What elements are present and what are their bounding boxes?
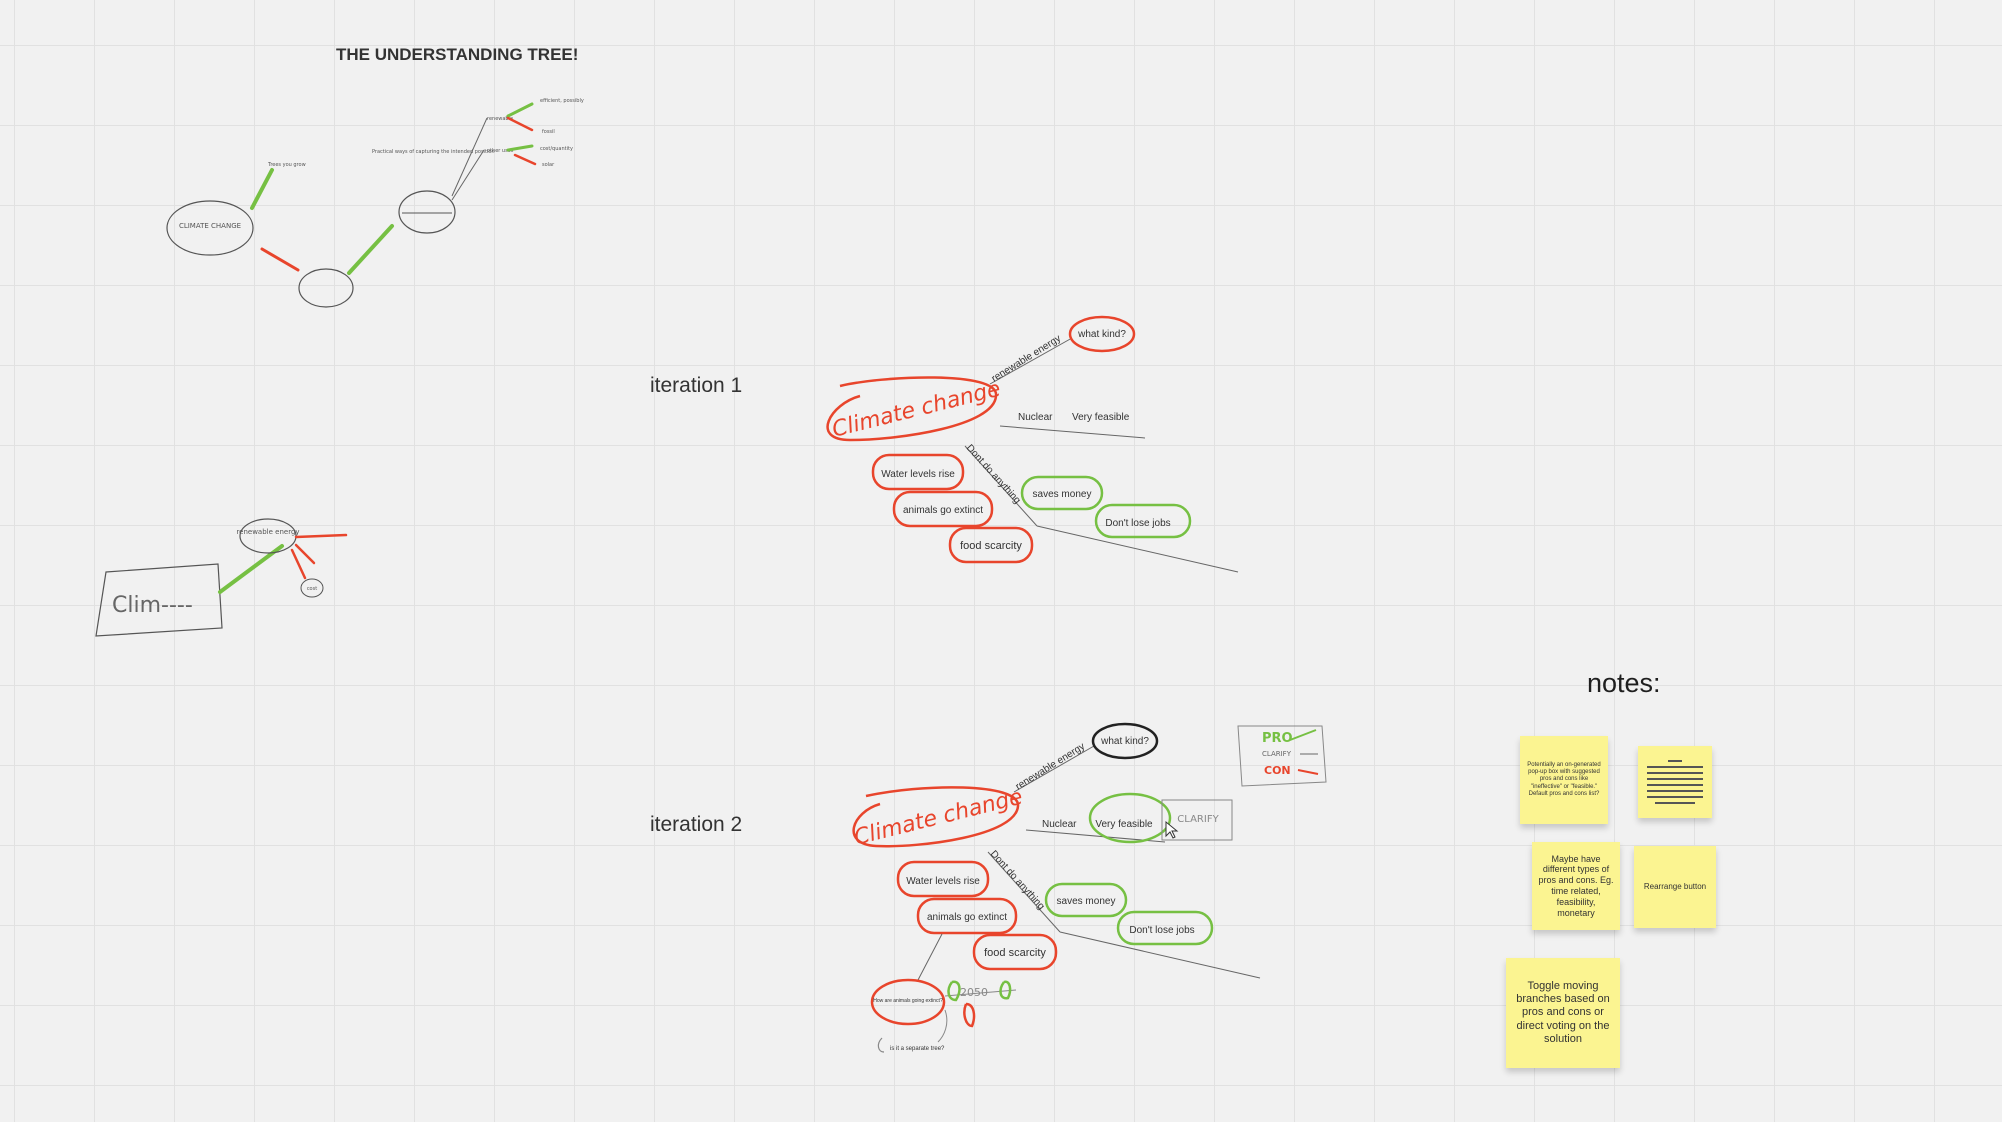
iteration-2-food-scarcity[interactable]: food scarcity [984,947,1046,959]
iteration-2-feasible-outline [1088,792,1172,844]
iteration-1-animals-go-extinct[interactable]: animals go extinct [903,505,983,516]
iteration-1-root-outline [826,376,998,442]
notes-heading: notes: [1587,668,1661,698]
iteration-1-food-outline [948,526,1034,564]
iteration-1-tree[interactable]: Climate change renewable energy what kin… [826,315,1239,573]
iteration-2-saves-money[interactable]: saves money [1057,896,1116,907]
legend-pro: PRO [1262,731,1293,746]
sketch-tree[interactable]: CLIMATE CHANGE Trees you grow Practical … [166,98,584,308]
iteration-2-label: iteration 2 [650,813,742,836]
sketch-node-renewable [239,518,297,554]
iteration-2-root-outline [852,786,1020,848]
svg-text:cost: cost [307,586,317,592]
iteration-1-dont-do-anything: Dont do anything [964,443,1023,507]
iteration-2-separate-tree: is it a separate tree? [890,1046,945,1052]
iteration-2-clarify-tag: CLARIFY [1177,814,1219,825]
sketch-box-label: Clim---- [112,593,193,618]
sticky-note-2[interactable]: Maybe have different types of pros and c… [1532,842,1620,930]
iteration-2-clarify-box [1161,799,1233,841]
sketch-node-mid [398,190,456,234]
iteration-1-nuclear[interactable]: Nuclear [1018,412,1053,423]
iteration-2-very-feasible[interactable]: Very feasible [1095,819,1153,830]
iteration-2-water-outline [896,860,990,898]
sticky-note-3[interactable]: Rearrange button [1634,846,1716,928]
iteration-1-water-levels-rise[interactable]: Water levels rise [881,469,955,480]
iteration-2-question-node[interactable]: How are animals going extinct? [873,998,943,1004]
iteration-2-animals-outline [916,897,1018,935]
iteration-2-jobs-outline [1116,910,1214,946]
iteration-1-label: iteration 1 [650,374,742,397]
sketch-box-climate [95,563,223,637]
iteration-1-jobs-outline [1094,503,1192,539]
iteration-1-water-outline [871,453,965,491]
iteration-1-food-scarcity[interactable]: food scarcity [960,540,1022,552]
sketch-pro-line-2 [347,224,394,275]
sticky-note-4[interactable]: Toggle moving branches based on pros and… [1506,958,1620,1068]
legend-clarify: CLARIFY [1262,750,1292,758]
iteration-1-dont-lose-jobs[interactable]: Don't lose jobs [1105,518,1170,529]
svg-text:fossil: fossil [542,129,555,135]
iteration-2-tree[interactable]: Climate change renewable energy what kin… [852,722,1327,1053]
iteration-2-what-kind[interactable]: what kind? [1100,736,1149,747]
svg-text:renewable energy: renewable energy [236,528,299,536]
iteration-1-what-kind[interactable]: what kind? [1077,329,1126,340]
sketch-note: Practical ways of capturing the intended… [372,149,495,155]
iteration-1-root[interactable]: Climate change [830,377,1004,443]
svg-text:solar: solar [542,162,555,168]
sketch-con-line [260,247,300,272]
svg-text:renewable: renewable [487,116,513,122]
iteration-2-food-outline [972,933,1058,971]
collapsed-text-lines-icon [1647,760,1703,804]
iteration-2-animals-go-extinct[interactable]: animals go extinct [927,912,1007,923]
svg-text:cost/quantity: cost/quantity [540,146,573,152]
iteration-1-what-kind-outline [1068,315,1136,353]
iteration-1-animals-outline [892,490,994,528]
sticky-note-1[interactable]: Potentially an on-generated pop-up box w… [1520,736,1608,824]
iteration-1-saves-money[interactable]: saves money [1033,489,1092,500]
iteration-2-dont-lose-jobs[interactable]: Don't lose jobs [1129,925,1194,936]
sticky-note-collapsed[interactable] [1638,746,1712,818]
sketch-small-label: Trees you grow [267,162,306,168]
sketch-tree-2[interactable]: Clim---- renewable energy cost [95,518,348,637]
iteration-2-saves-outline [1044,882,1128,918]
svg-text:other uses: other uses [487,148,514,154]
iteration-1-saves-outline [1020,475,1104,511]
sketch-node-climate [166,200,254,256]
iteration-2-what-kind-outline [1091,722,1159,760]
sketch-node-small [298,268,354,308]
iteration-2-nuclear[interactable]: Nuclear [1042,819,1077,830]
mouse-cursor-icon [1165,820,1179,839]
sketch-pro-line [250,168,274,210]
iteration-1-renewable-branch: renewable energy [990,333,1063,384]
pro-con-legend: PRO CLARIFY CON [1237,725,1327,787]
iteration-2-dont-do-anything: Dont do anything [988,849,1047,913]
board-title: THE UNDERSTANDING TREE! [336,45,578,64]
svg-text:efficient, possibly: efficient, possibly [540,98,584,104]
iteration-1-very-feasible[interactable]: Very feasible [1072,412,1130,423]
iteration-2-question-outline [870,978,946,1026]
legend-con: CON [1264,764,1291,777]
iteration-2-water-levels-rise[interactable]: Water levels rise [906,876,980,887]
iteration-2-renewable-branch: renewable energy [1014,741,1087,792]
sketch-node-climate-label: CLIMATE CHANGE [179,222,241,230]
iteration-2-year: 2050 [960,986,988,999]
